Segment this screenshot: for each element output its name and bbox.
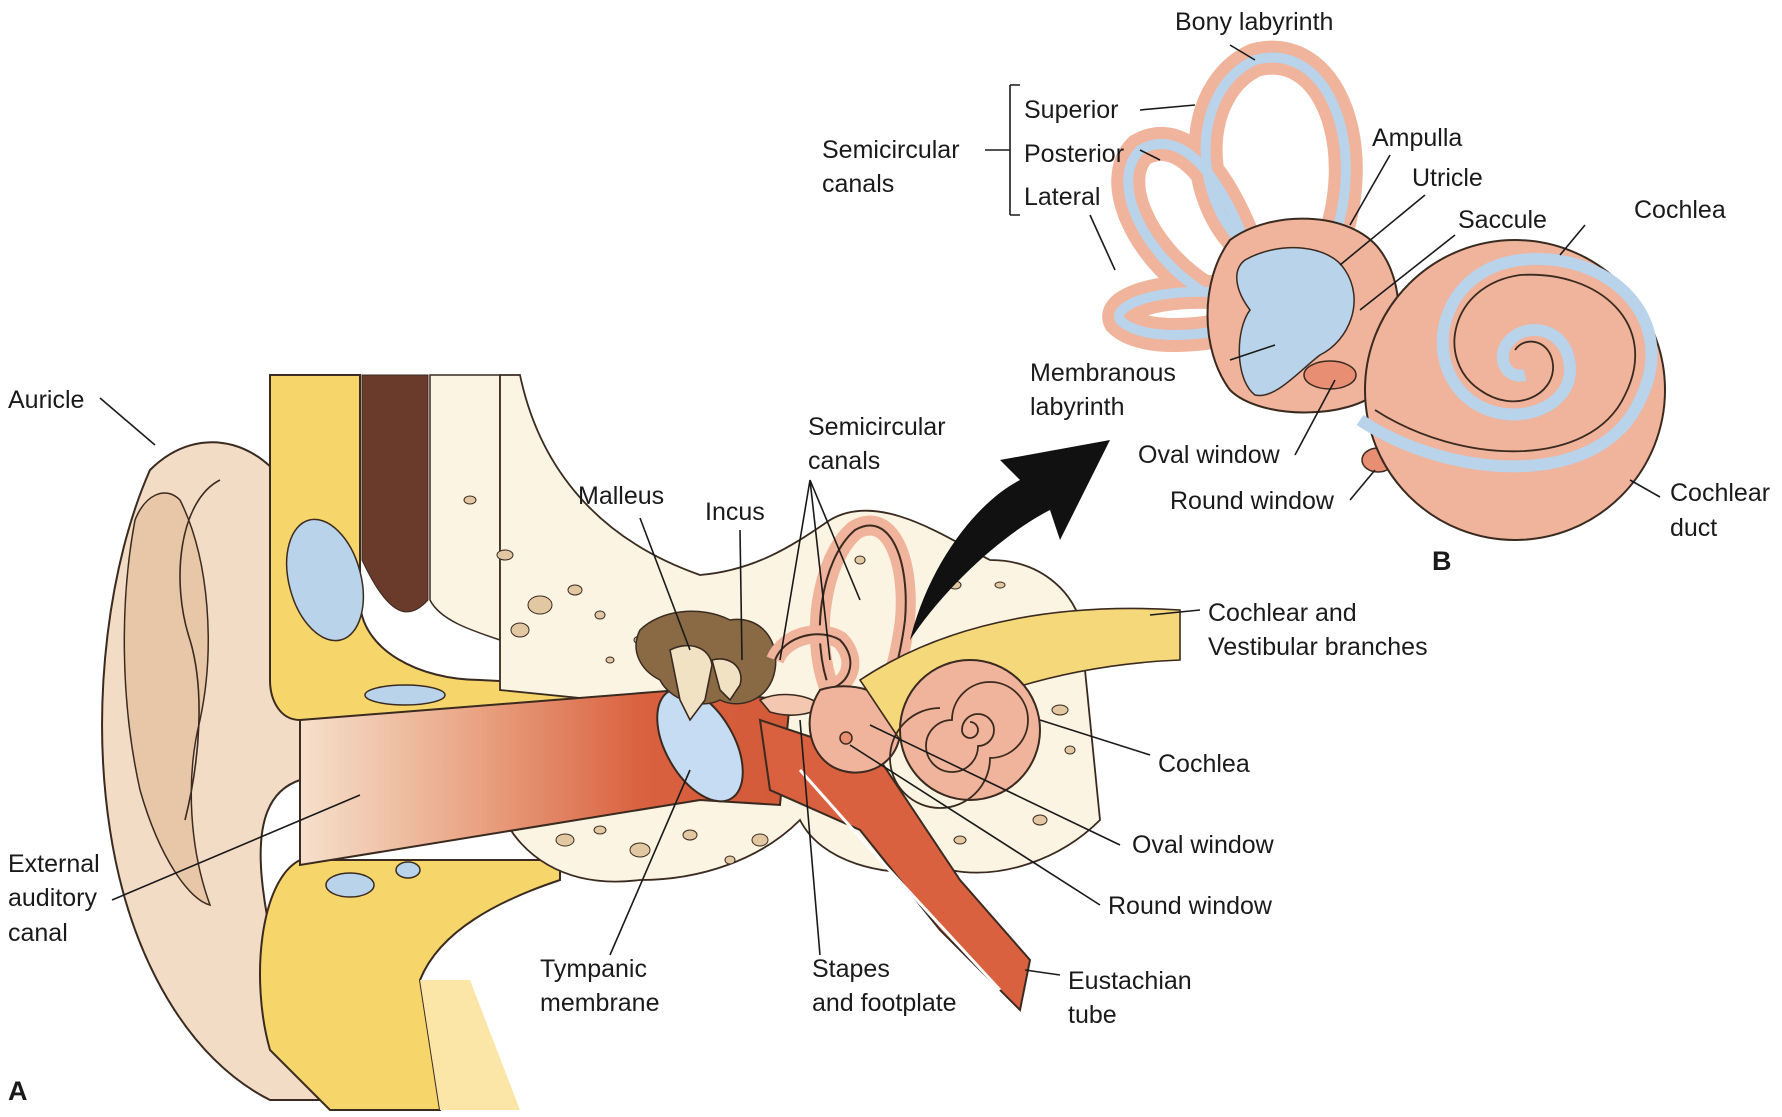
label-round-window-a: Round window: [1108, 892, 1273, 920]
lower-fat-tissue: [259, 859, 561, 1111]
label-eustachian-1: Eustachian: [1068, 967, 1192, 995]
inner-ear-a: [766, 515, 1181, 809]
panel-label-a: A: [8, 1076, 28, 1106]
lower-fluid-pocket: [325, 872, 375, 898]
cochlea-a-shape: [899, 659, 1041, 801]
label-cochlear-vestibular-2: Vestibular branches: [1208, 633, 1428, 661]
middle-ear: [635, 610, 821, 803]
upper-cartilage: [429, 374, 501, 642]
oval-window-b-shape: [1303, 360, 1357, 390]
lower-fluid-pocket-small: [395, 861, 421, 879]
round-window-a-marker: [839, 731, 853, 745]
label-round-window-b: Round window: [1170, 487, 1335, 515]
label-cochlear-vestibular-1: Cochlear and: [1208, 599, 1357, 627]
label-utricle: Utricle: [1412, 164, 1483, 192]
eustachian-tube-shape: [758, 718, 1032, 1013]
label-cochlear-duct-2: duct: [1670, 514, 1717, 542]
label-oval-window-a: Oval window: [1132, 831, 1275, 859]
label-semicircular-b-2: canals: [822, 170, 894, 198]
malleus-shape: [669, 644, 713, 722]
canals-b-membranous: [1114, 52, 1351, 340]
label-membranous-2: labyrinth: [1030, 393, 1125, 421]
temporal-muscle-band: [361, 374, 429, 613]
cochlea-b-spiral-line: [1374, 273, 1637, 453]
label-external-canal-2: auditory: [8, 884, 97, 912]
outer-ear-figure: [101, 374, 681, 1111]
label-cochlea-b: Cochlea: [1634, 196, 1726, 224]
label-ampulla: Ampulla: [1372, 124, 1462, 152]
label-semicircular-a-1: Semicircular: [808, 413, 946, 441]
leader-lines: [99, 44, 1661, 976]
cochlea-b-shape: [1364, 239, 1666, 541]
label-oval-window-b: Oval window: [1138, 441, 1281, 469]
eustachian-tube-inner: [798, 769, 1002, 992]
label-bony-labyrinth: Bony labyrinth: [1175, 8, 1333, 36]
label-stapes-2: and footplate: [812, 989, 957, 1017]
label-superior: Superior: [1024, 96, 1119, 124]
label-eustachian-2: tube: [1068, 1001, 1117, 1029]
upper-fat-tissue: [269, 374, 681, 721]
label-tympanic-1: Tympanic: [540, 955, 647, 983]
label-cochlea-a: Cochlea: [1158, 750, 1250, 778]
upper-fluid-pocket-small: [364, 684, 446, 706]
bone-speckles: [463, 495, 1076, 865]
labels: A B Auricle External auditory canal Mall…: [8, 8, 1770, 1106]
label-incus: Incus: [705, 498, 765, 526]
cochlea-b-duct: [1356, 253, 1658, 473]
upper-fluid-pocket: [285, 518, 365, 642]
cochlea-a-spiral: [889, 681, 1029, 809]
label-semicircular-a-2: canals: [808, 447, 880, 475]
label-stapes-1: Stapes: [812, 955, 890, 983]
label-tympanic-2: membrane: [540, 989, 660, 1017]
incus-shape: [711, 658, 742, 702]
lower-skin: [420, 980, 520, 1110]
label-external-canal-1: External: [8, 850, 100, 878]
zoom-arrow: [910, 440, 1110, 640]
label-semicircular-b-1: Semicircular: [822, 136, 960, 164]
label-membranous-1: Membranous: [1030, 359, 1176, 387]
label-saccule: Saccule: [1458, 206, 1547, 234]
inner-ear-b: [1102, 40, 1666, 541]
label-lateral: Lateral: [1024, 183, 1100, 211]
label-external-canal-3: canal: [8, 919, 68, 947]
auricle-helix-line: [179, 479, 221, 821]
panel-label-b: B: [1432, 546, 1452, 576]
label-malleus: Malleus: [578, 482, 664, 510]
label-auricle: Auricle: [8, 386, 84, 414]
label-cochlear-duct-1: Cochlear: [1670, 479, 1770, 507]
utricle-saccule-shape: [1236, 247, 1355, 397]
label-posterior: Posterior: [1024, 140, 1124, 168]
